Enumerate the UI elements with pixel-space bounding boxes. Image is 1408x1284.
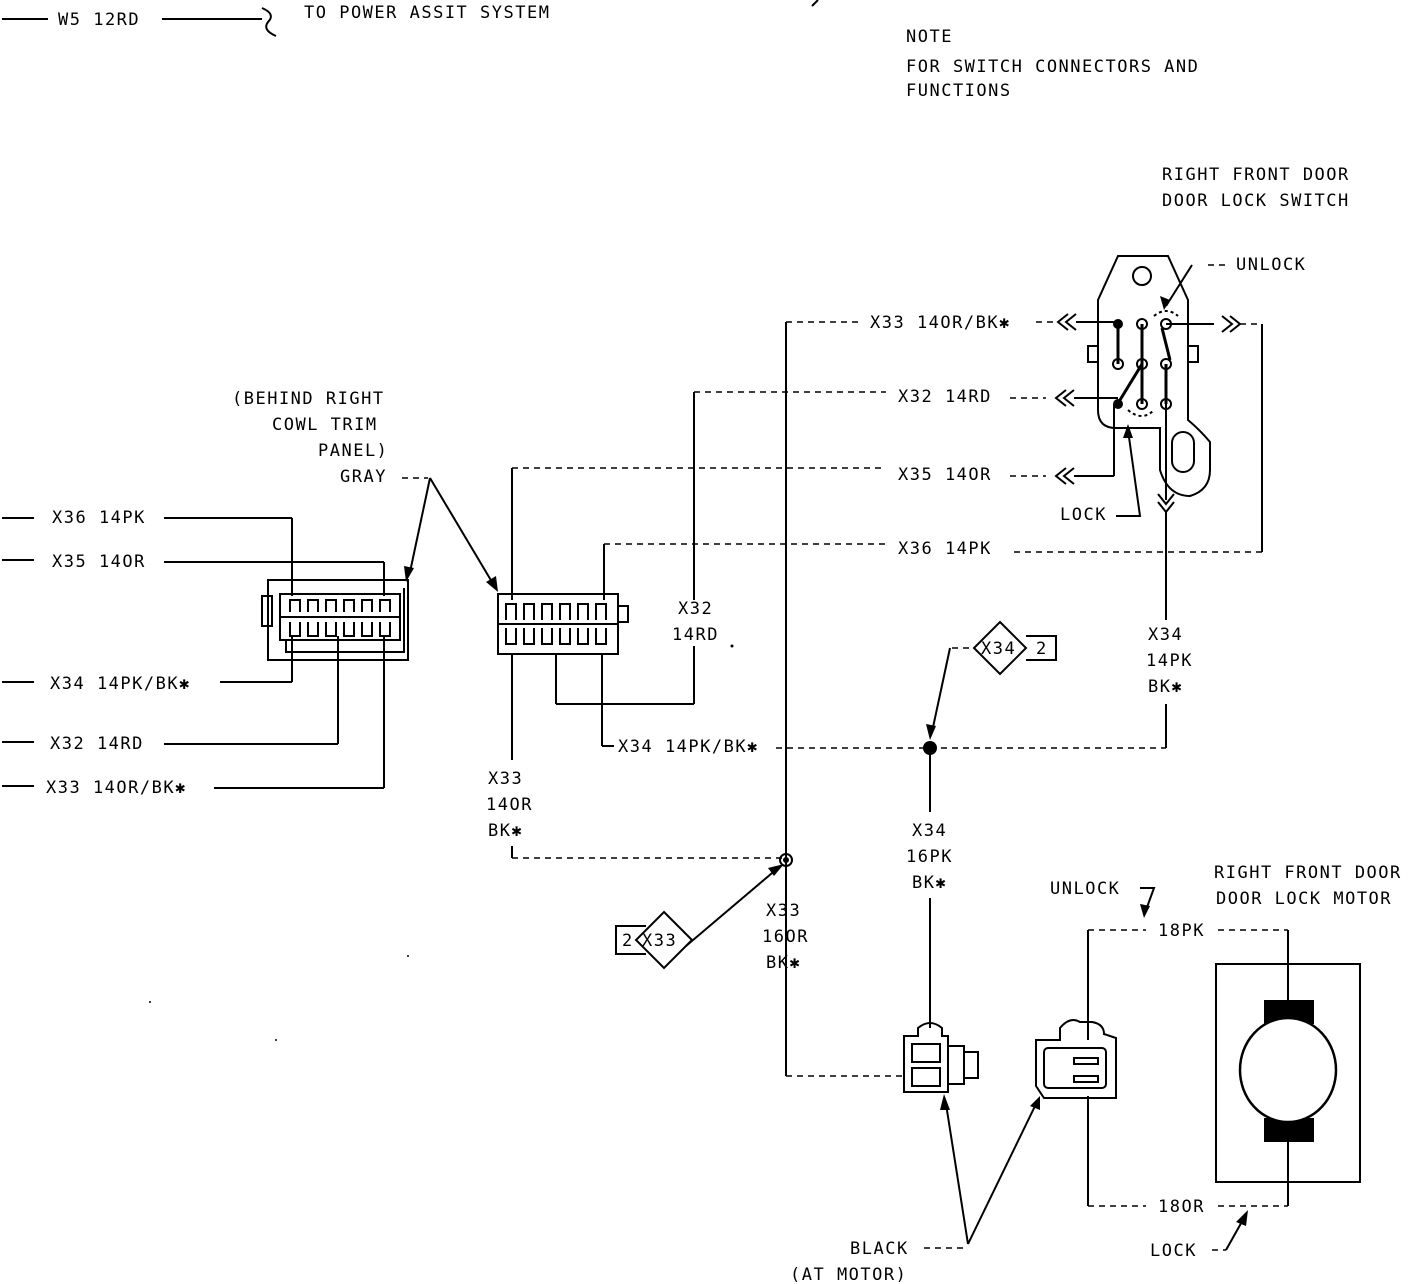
mid-x34-wire: X34 14PK/BK✱: [601, 654, 928, 757]
mid-x33-label-3: BK✱: [488, 821, 523, 841]
print-specks: [149, 0, 819, 1041]
left-x36-label: X36 14PK: [52, 508, 146, 528]
cowl-label: (BEHIND RIGHT COWL TRIM PANEL) GRAY: [232, 389, 498, 592]
middle-connector: [497, 593, 629, 655]
motor-connector-harness: [903, 1022, 979, 1093]
switch-unlock-label: UNLOCK: [1236, 255, 1306, 275]
splice-x33-label-1: X33: [766, 901, 801, 921]
splice-x34-label-2: 16PK: [906, 847, 953, 867]
splice-x33-label-2: 16OR: [762, 927, 809, 947]
splice-x34: X34 16PK BK✱ X34 2: [906, 620, 1057, 1028]
splice-x34-tag: X34: [981, 639, 1016, 659]
motor-lock-callout: LOCK: [1150, 1210, 1248, 1261]
motor-title: RIGHT FRONT DOOR DOOR LOCK MOTOR: [1214, 863, 1402, 909]
x32-right-label: X32 14RD: [898, 387, 992, 407]
left-x34-label: X34 14PK/BK✱: [50, 674, 191, 694]
x34-switch-wire: X34 14PK BK✱: [930, 404, 1193, 749]
x33-switch-wire: X33 14OR/BK✱: [785, 313, 1263, 1076]
motor-lock-label: LOCK: [1150, 1241, 1197, 1261]
switch-title-line-1: RIGHT FRONT DOOR: [1162, 165, 1350, 185]
x36-switch-wire: X36 14PK: [603, 539, 1262, 600]
switch-lock-label: LOCK: [1060, 505, 1107, 525]
note-line-1: NOTE: [906, 27, 953, 47]
x35-right-label: X35 14OR: [898, 465, 992, 485]
note-line-3: FUNCTIONS: [906, 81, 1012, 101]
switch-title: RIGHT FRONT DOOR DOOR LOCK SWITCH: [1162, 165, 1350, 211]
mid-x34-label: X34 14PK/BK✱: [618, 737, 759, 757]
power-assist-label: TO POWER ASSIT SYSTEM: [304, 3, 550, 23]
x32-switch-wire: X32 14RD: [693, 387, 1118, 600]
motor-unlock-callout: UNLOCK: [1050, 879, 1156, 918]
black-label-1: BLACK: [850, 1239, 909, 1259]
switch-unlock-callout: UNLOCK: [1160, 255, 1306, 310]
left-wire-x36: X36 14PK: [2, 508, 293, 596]
splice-x33-tag: X33: [642, 931, 677, 951]
left-x35-label: X35 14OR: [52, 552, 146, 572]
motor-unlock-label: UNLOCK: [1050, 879, 1120, 899]
mid-x32-wire: X32 14RD: [555, 599, 719, 705]
splice-x33-label-3: BK✱: [766, 953, 801, 973]
black-label-2: (AT MOTOR): [790, 1265, 907, 1284]
motor-wire-18pk: 18PK: [1087, 921, 1289, 1040]
cowl-label-4: GRAY: [340, 467, 387, 487]
note-block: NOTE FOR SWITCH CONNECTORS AND FUNCTIONS: [906, 27, 1199, 101]
motor-connector-motor: [1035, 1019, 1117, 1099]
mid-x33-label-1: X33: [488, 769, 523, 789]
splice-x33-num: 2: [622, 931, 634, 951]
splice-x33: X33 16OR BK✱ X33 2: [615, 853, 904, 1077]
motor-wire-bot-label: 18OR: [1158, 1197, 1205, 1217]
mid-x32-label-2: 14RD: [672, 625, 719, 645]
left-x33-label: X33 14OR/BK✱: [46, 778, 187, 798]
note-line-2: FOR SWITCH CONNECTORS AND: [906, 57, 1199, 77]
splice-x34-label-1: X34: [912, 821, 947, 841]
door-lock-motor: [1215, 963, 1361, 1183]
cowl-label-1: (BEHIND RIGHT: [232, 389, 385, 409]
splice-x34-label-3: BK✱: [912, 873, 947, 893]
left-wire-x35: X35 14OR: [2, 552, 385, 596]
left-wire-x33: X33 14OR/BK✱: [2, 636, 385, 798]
switch-lock-callout: LOCK: [1060, 424, 1142, 525]
x34-switch-label-2: 14PK: [1146, 651, 1193, 671]
mid-x33-label-2: 14OR: [486, 795, 533, 815]
left-wire-x34: X34 14PK/BK✱: [2, 636, 293, 694]
cowl-label-3: PANEL): [318, 441, 388, 461]
x33-right-label: X33 14OR/BK✱: [870, 313, 1011, 333]
x34-switch-label-3: BK✱: [1148, 677, 1183, 697]
w5-label: W5 12RD: [58, 10, 140, 30]
x34-switch-label-1: X34: [1148, 625, 1183, 645]
motor-wire-18or: 18OR: [1087, 1096, 1289, 1217]
left-wire-x32: X32 14RD: [2, 636, 339, 754]
motor-title-line-2: DOOR LOCK MOTOR: [1216, 889, 1392, 909]
mid-x32-label-1: X32: [678, 599, 713, 619]
motor-wire-top-label: 18PK: [1158, 921, 1205, 941]
w5-feed: W5 12RD TO POWER ASSIT SYSTEM: [2, 3, 550, 37]
switch-title-line-2: DOOR LOCK SWITCH: [1162, 191, 1350, 211]
motor-title-line-1: RIGHT FRONT DOOR: [1214, 863, 1402, 883]
x36-right-label: X36 14PK: [898, 539, 992, 559]
cowl-label-2: COWL TRIM: [272, 415, 378, 435]
splice-x34-num: 2: [1036, 639, 1048, 659]
x35-switch-wire: X35 14OR: [511, 404, 1115, 600]
black-at-motor-callout: BLACK (AT MOTOR): [790, 1094, 1040, 1284]
left-x32-label: X32 14RD: [50, 734, 144, 754]
mid-x33-wire: X33 14OR BK✱: [486, 654, 786, 859]
left-connector: [261, 579, 409, 661]
door-lock-switch: [1087, 255, 1211, 498]
